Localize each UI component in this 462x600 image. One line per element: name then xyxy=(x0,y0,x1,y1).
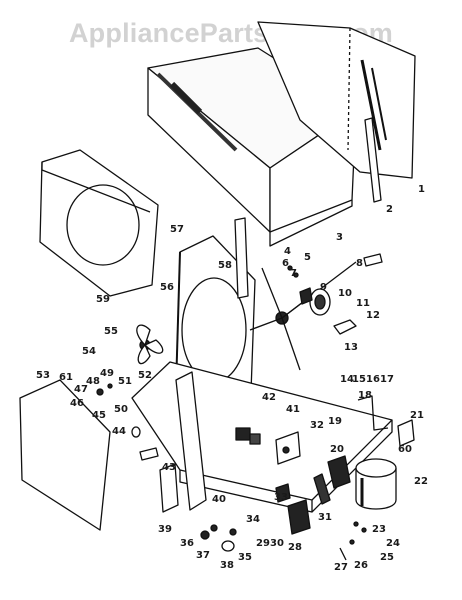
callout-7: 7 xyxy=(290,268,297,279)
callout-41: 41 xyxy=(286,404,300,415)
callout-33: 33 xyxy=(274,492,288,503)
front-fan-blade xyxy=(136,324,164,365)
callout-60: 60 xyxy=(398,444,412,455)
callout-59: 59 xyxy=(96,294,110,305)
vertical-bracket xyxy=(234,217,249,299)
callout-42: 42 xyxy=(262,392,276,403)
callout-19: 19 xyxy=(328,416,342,427)
callout-34: 34 xyxy=(246,514,260,525)
callout-35: 35 xyxy=(238,552,252,563)
callout-20: 20 xyxy=(330,444,344,455)
callout-23: 23 xyxy=(372,524,386,535)
thermostat-block xyxy=(235,427,261,445)
callout-56: 56 xyxy=(160,282,174,293)
callout-28: 28 xyxy=(288,542,302,553)
callout-44: 44 xyxy=(112,426,126,437)
callout-13: 13 xyxy=(344,342,358,353)
callout-5: 5 xyxy=(304,252,311,263)
callout-43: 43 xyxy=(162,462,176,473)
callout-55: 55 xyxy=(104,326,118,337)
partition-wall xyxy=(159,371,207,513)
mounting-clip xyxy=(333,319,357,335)
hardware-parts xyxy=(96,383,159,461)
callout-21: 21 xyxy=(410,410,424,421)
callout-58: 58 xyxy=(218,260,232,271)
callout-51: 51 xyxy=(118,376,132,387)
callout-11: 11 xyxy=(356,298,370,309)
callout-4: 4 xyxy=(284,246,291,257)
callout-15: 15 xyxy=(352,374,366,385)
callout-46: 46 xyxy=(70,398,84,409)
callout-50: 50 xyxy=(114,404,128,415)
callout-30: 30 xyxy=(270,538,284,549)
callout-48: 48 xyxy=(86,376,100,387)
tubing-bracket xyxy=(397,419,415,447)
callout-9: 9 xyxy=(320,282,327,293)
callout-22: 22 xyxy=(414,476,428,487)
front-panel xyxy=(39,149,159,297)
callout-31: 31 xyxy=(318,512,332,523)
callout-49: 49 xyxy=(100,368,114,379)
motor-mount xyxy=(299,287,313,305)
callout-53: 53 xyxy=(36,370,50,381)
top-screws xyxy=(287,253,383,278)
callout-16: 16 xyxy=(366,374,380,385)
callout-36: 36 xyxy=(180,538,194,549)
switch-bracket xyxy=(275,431,301,465)
callout-10: 10 xyxy=(338,288,352,299)
refrigerant-tube xyxy=(357,395,389,431)
callout-38: 38 xyxy=(220,560,234,571)
rear-grille-panel xyxy=(257,21,416,179)
callout-40: 40 xyxy=(212,494,226,505)
callout-18: 18 xyxy=(358,390,372,401)
callout-3: 3 xyxy=(336,232,343,243)
callout-17: 17 xyxy=(380,374,394,385)
callout-25: 25 xyxy=(380,552,394,563)
callout-32: 32 xyxy=(310,420,324,431)
callout-12: 12 xyxy=(366,310,380,321)
fan-motor xyxy=(309,288,331,316)
side-panel xyxy=(19,379,111,531)
callout-8: 8 xyxy=(356,258,363,269)
relay xyxy=(313,473,331,505)
callout-39: 39 xyxy=(158,524,172,535)
lower-fasteners xyxy=(339,521,367,561)
compressor xyxy=(355,458,397,510)
callout-54: 54 xyxy=(82,346,96,357)
control-switch xyxy=(275,483,291,503)
overload-protector xyxy=(327,455,351,489)
callout-37: 37 xyxy=(196,550,210,561)
callout-6: 6 xyxy=(282,258,289,269)
callout-14: 14 xyxy=(340,374,354,385)
callout-27: 27 xyxy=(334,562,348,573)
callout-57: 57 xyxy=(170,224,184,235)
capacitor xyxy=(287,499,311,535)
callout-52: 52 xyxy=(138,370,152,381)
callout-26: 26 xyxy=(354,560,368,571)
callout-1: 1 xyxy=(418,184,425,195)
callout-45: 45 xyxy=(92,410,106,421)
callout-29: 29 xyxy=(256,538,270,549)
callout-24: 24 xyxy=(386,538,400,549)
callout-47: 47 xyxy=(74,384,88,395)
callout-61: 61 xyxy=(59,372,73,383)
rear-bracket xyxy=(364,117,382,203)
condenser-fan xyxy=(249,261,357,371)
knob-parts xyxy=(200,524,237,552)
callout-2: 2 xyxy=(386,204,393,215)
